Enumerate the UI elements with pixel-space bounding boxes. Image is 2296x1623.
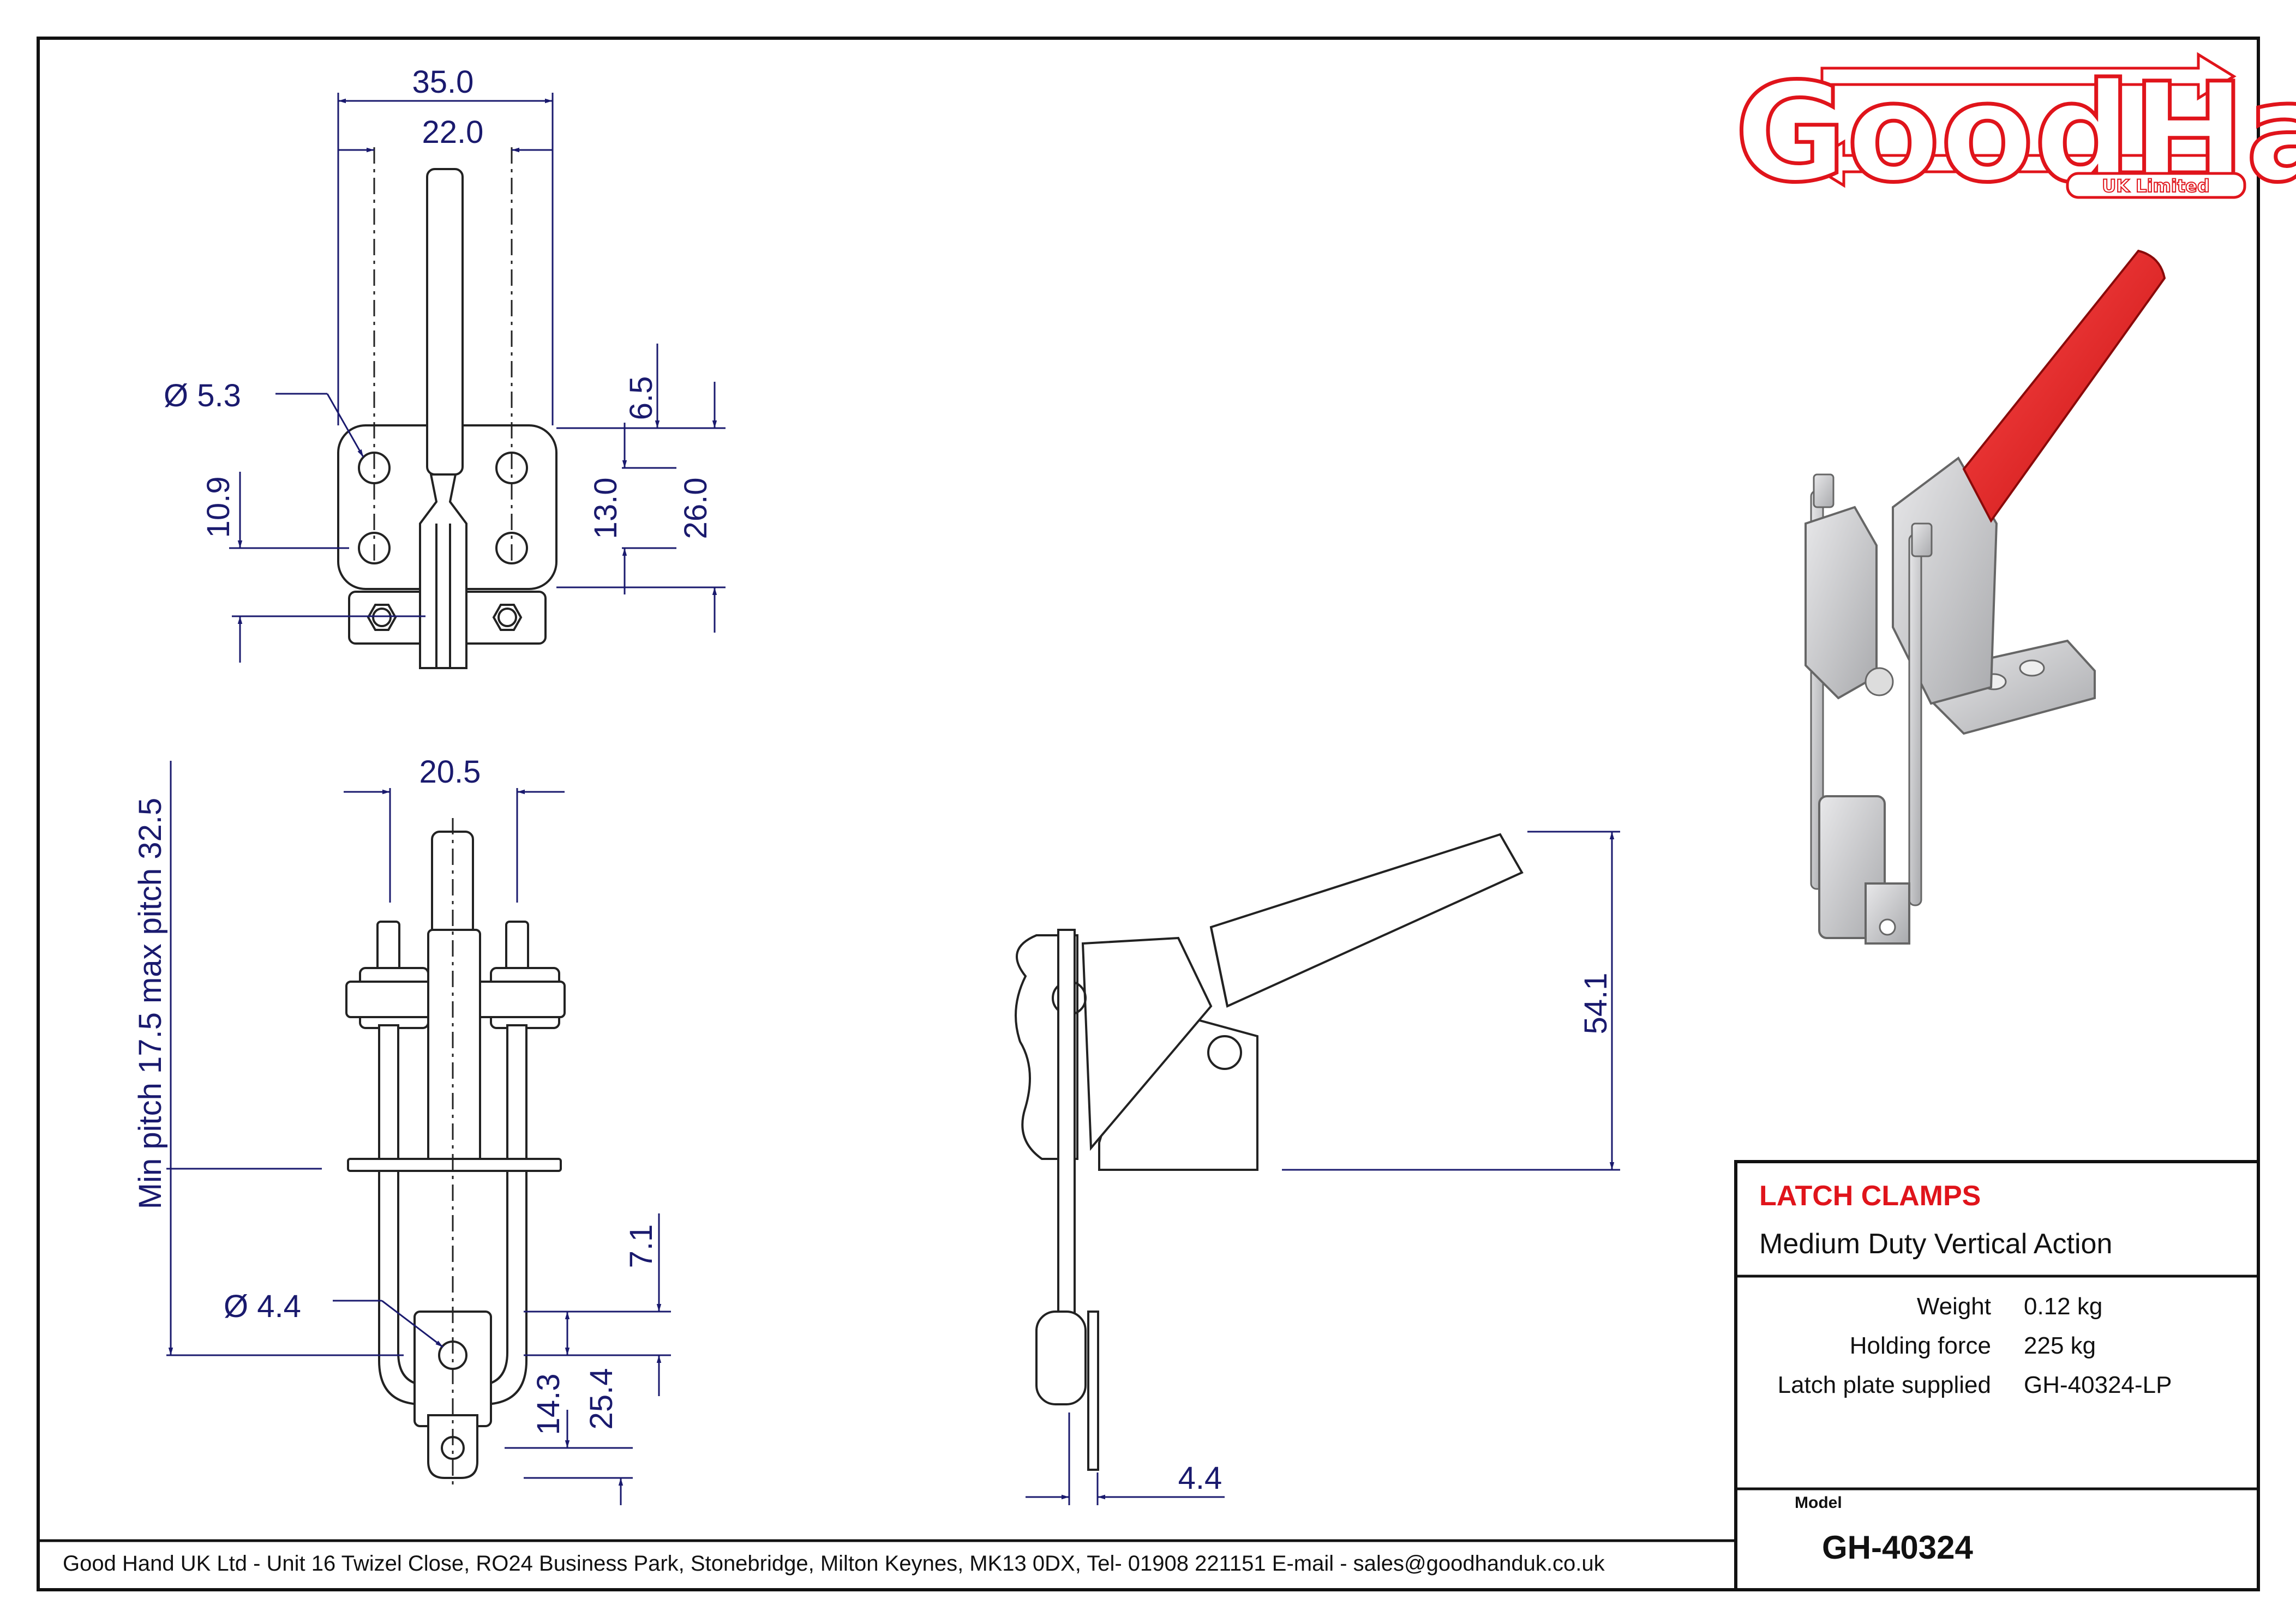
spec-label-latch-plate: Latch plate supplied: [1778, 1372, 1991, 1398]
side-view-dimensions: 54.1 4.4: [1026, 831, 1620, 1505]
dim-plate-thickness: 4.4: [1178, 1460, 1222, 1496]
title-block-subtitle: Medium Duty Vertical Action: [1759, 1228, 2112, 1260]
dim-pitch-range: Min pitch 17.5 max pitch 32.5: [133, 798, 168, 1209]
dim-latch-hole-dia: Ø 4.4: [224, 1289, 301, 1324]
dim-base-depth: 26.0: [678, 478, 714, 539]
model-number: GH-40324: [1822, 1529, 1973, 1566]
footer-address: Good Hand UK Ltd - Unit 16 Twizel Close,…: [63, 1552, 1605, 1576]
spec-value-weight: 0.12 kg: [2024, 1293, 2102, 1320]
front-view: [345, 818, 566, 1489]
spec-value-holding-force: 225 kg: [2024, 1332, 2096, 1359]
sheet-border: [37, 37, 2260, 1591]
title-block: LATCH CLAMPS Medium Duty Vertical Action…: [1734, 1160, 2260, 1591]
spec-label-weight: Weight: [1917, 1293, 1991, 1320]
dim-latch-hole-pitch: 14.3: [531, 1374, 566, 1435]
spec-label-holding-force: Holding force: [1850, 1332, 1991, 1359]
top-view-dimensions: 35.0 22.0 Ø 5.3 6.5 13.0 26.0 10.9: [164, 64, 726, 663]
isometric-clamp-picture: [1805, 249, 2166, 945]
title-block-title: LATCH CLAMPS: [1759, 1180, 1981, 1212]
dim-front-width: 20.5: [419, 754, 481, 790]
dim-hole-dia: Ø 5.3: [164, 378, 241, 413]
front-view-dimensions: 20.5 Min pitch 17.5 max pitch 32.5 Ø 4.4…: [133, 754, 671, 1505]
dim-side-offset: 10.9: [201, 477, 236, 538]
side-view: [1015, 833, 1524, 1471]
dim-hole-spacing: 22.0: [422, 115, 484, 150]
spec-value-latch-plate: GH-40324-LP: [2024, 1372, 2172, 1398]
dim-top-width: 35.0: [412, 64, 474, 100]
dim-latch-length: 25.4: [584, 1368, 619, 1430]
model-label: Model: [1795, 1494, 1842, 1512]
dim-handle-height: 54.1: [1578, 973, 1614, 1035]
dim-top-offset: 6.5: [624, 376, 659, 420]
dim-hole-pitch: 13.0: [588, 478, 624, 539]
dim-latch-offset: 7.1: [624, 1224, 659, 1269]
top-view: [337, 147, 557, 669]
logo-suffix: UK Limited: [2102, 176, 2210, 196]
